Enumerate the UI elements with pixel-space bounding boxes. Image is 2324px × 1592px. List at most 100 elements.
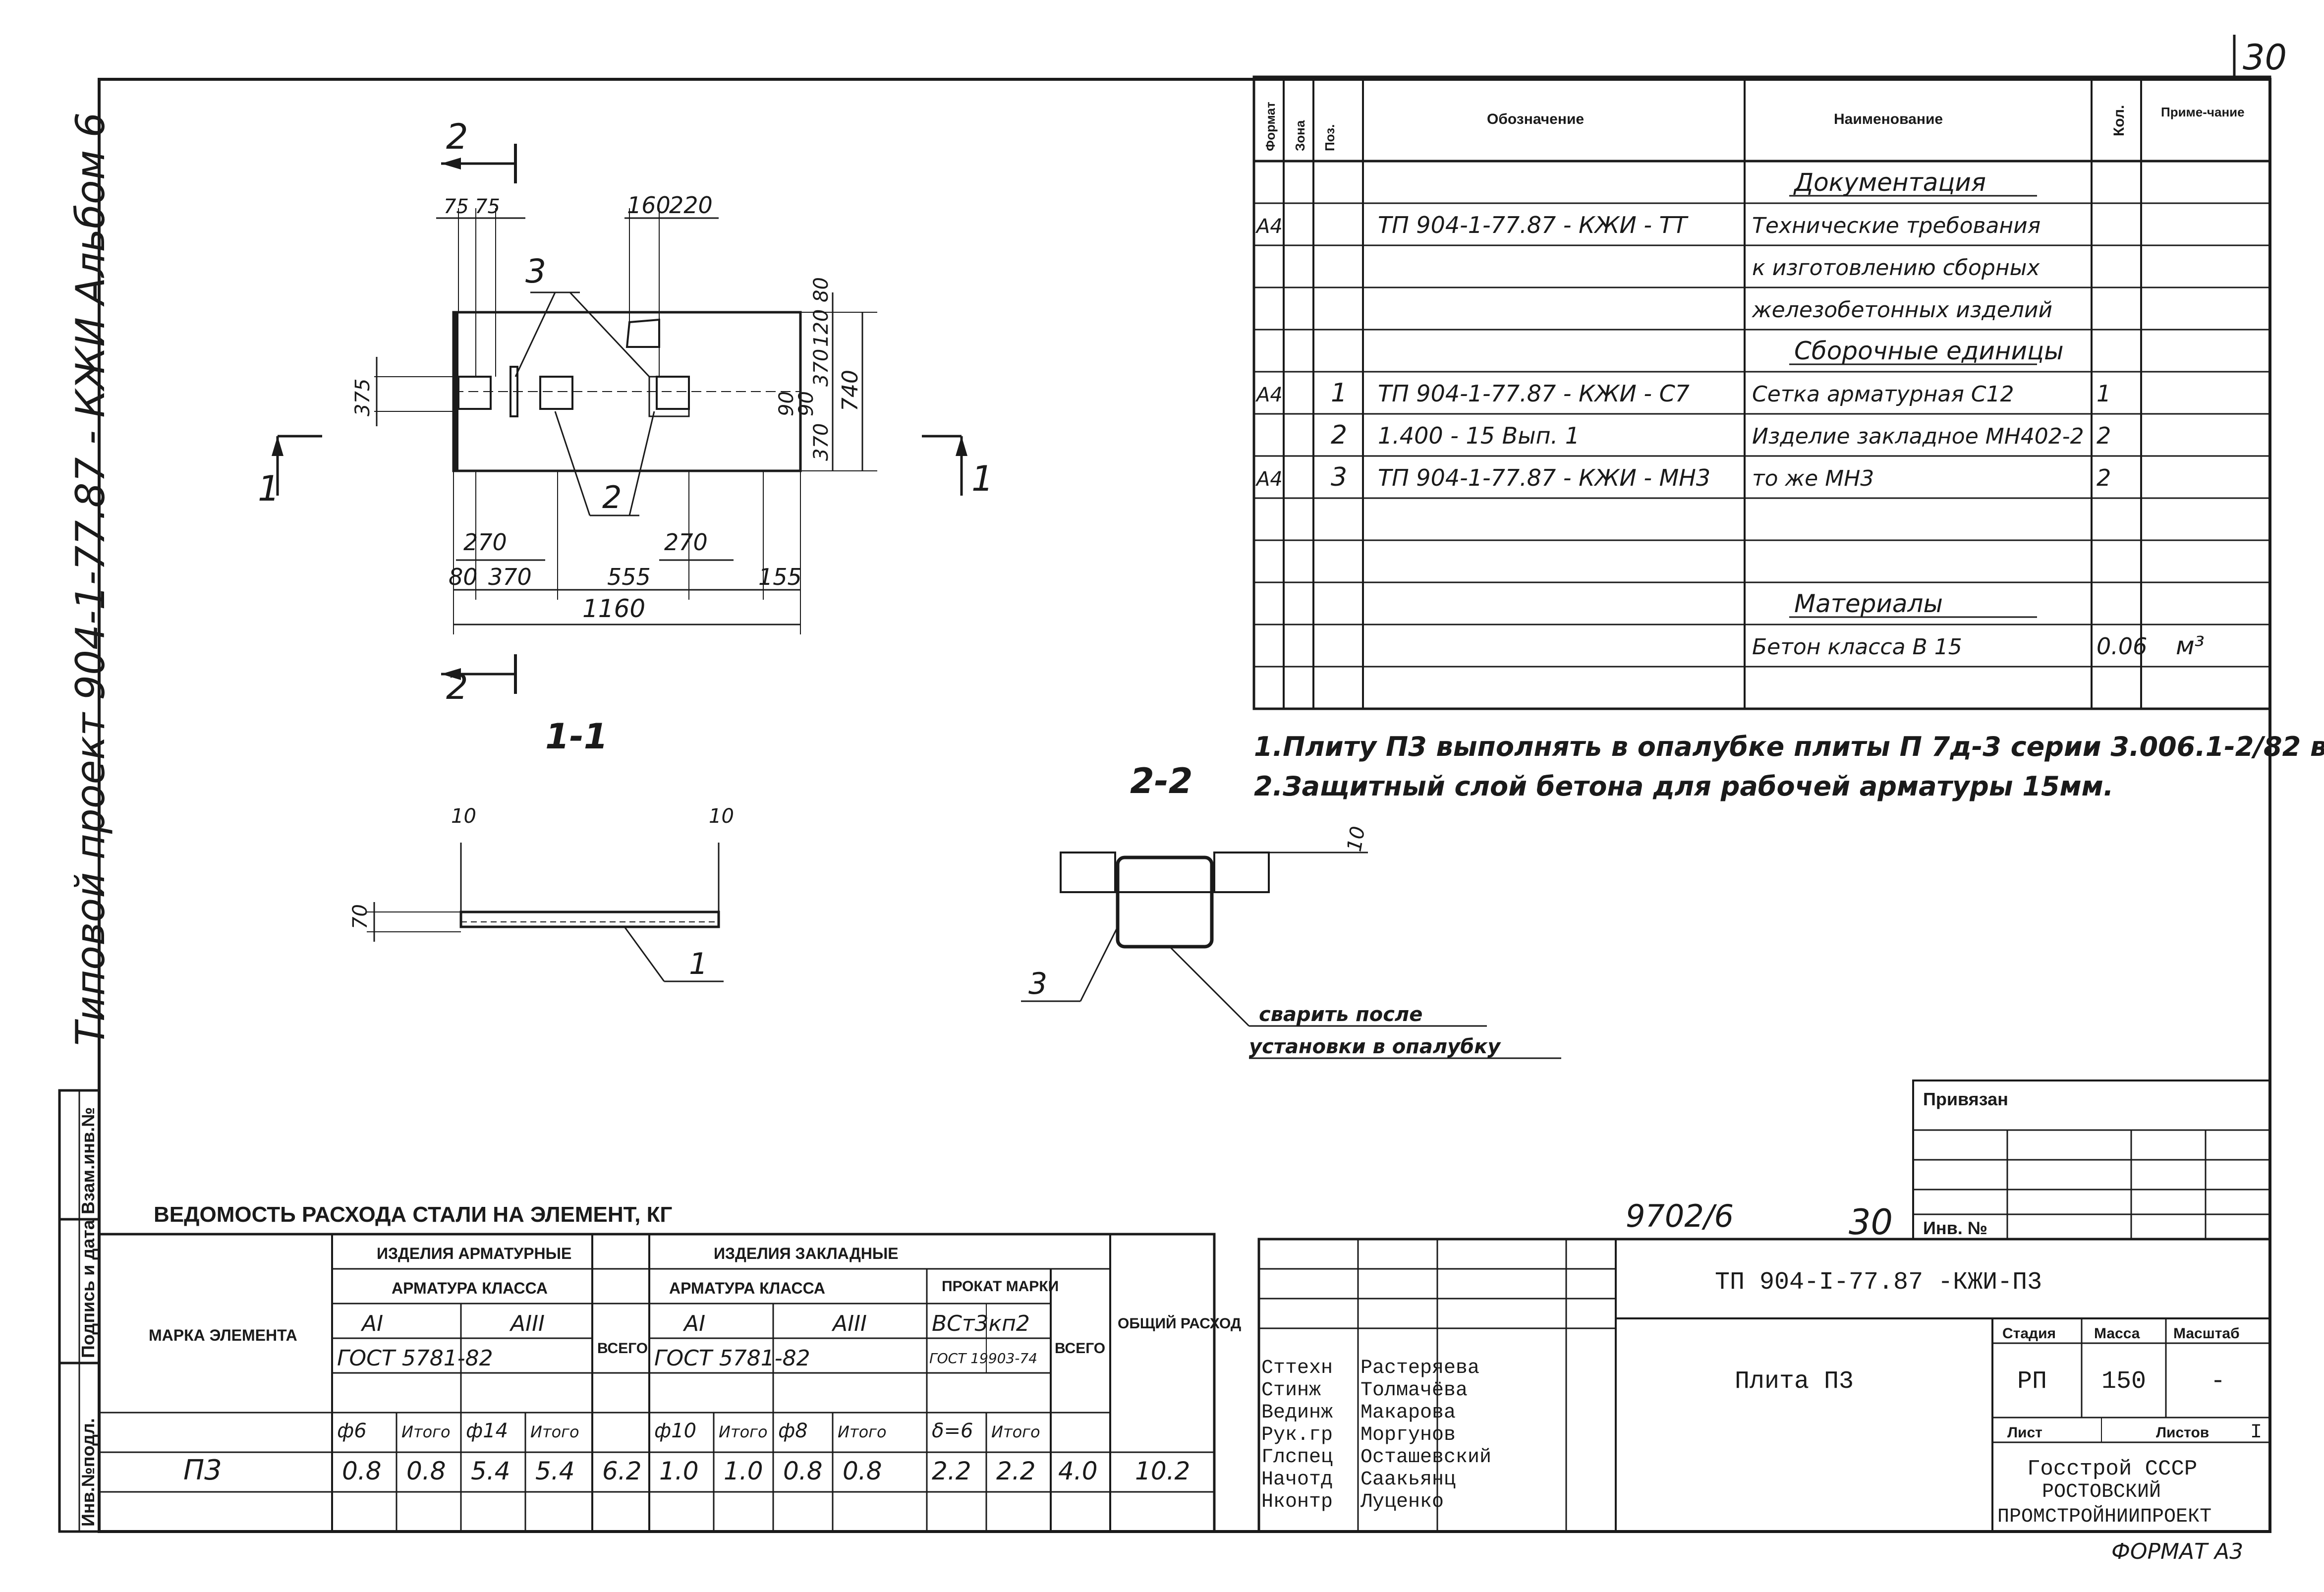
steel-grand-total: ОБЩИЙ РАСХОД [1118, 1315, 1241, 1332]
steel-col-mark: МАРКА ЭЛЕМЕНТА [149, 1326, 297, 1344]
steel-sub-6: ф8 [778, 1420, 808, 1442]
steel-sub-7: Итого [838, 1422, 887, 1441]
steel-grp-embed: ИЗДЕЛИЯ ЗАКЛАДНЫЕ [714, 1245, 899, 1262]
section-2-2-title: 2-2 [1130, 761, 1192, 801]
spec-row-name: Технические требования [1752, 213, 2041, 238]
stamp-number: 9702/6 [1626, 1198, 1734, 1234]
steel-total-1: ВСЕГО [597, 1340, 648, 1357]
plan-dim-160: 160 [627, 192, 671, 219]
spec-row-name: Сетка арматурная С12 [1752, 382, 2014, 407]
left-strip: Инв.№подл. Подпись и дата Взам.инв.№ [58, 1089, 101, 1533]
spec-row-section: Материалы [1794, 589, 1943, 618]
person-role: Нконтр [1261, 1491, 1333, 1513]
spec-row-designation: ТП 904-1-77.87 - КЖИ - МН3 [1378, 464, 1710, 491]
steel-sub-0: ф6 [337, 1420, 367, 1442]
steel-gost-2: ГОСТ 5781-82 [654, 1346, 810, 1371]
person-role: Вединж [1261, 1402, 1333, 1424]
stage-label: Стадия [2002, 1325, 2056, 1342]
note-1: 1.Плиту П3 выполнять в опалубке плиты П … [1254, 731, 2324, 762]
doc-code: ТП 904-I-77.87 -КЖИ-П3 [1715, 1268, 2042, 1297]
spec-row-qty: 2 [2097, 464, 2111, 491]
plan-section-mark-bottom: 2 [446, 667, 468, 707]
steel-class-ai-1: AI [360, 1311, 383, 1336]
org-2: РОСТОВСКИЙ [2042, 1480, 2161, 1503]
plan-dim-370b: 370 [810, 423, 833, 461]
section-2-2: 2-2 10 3 сварить после установки в опалу… [1021, 761, 1561, 1059]
plan-dim-155: 155 [758, 564, 802, 590]
person-role: Начотд [1261, 1469, 1333, 1491]
steel-value-12: 10.2 [1135, 1457, 1190, 1485]
spec-row-name: железобетонных изделий [1752, 297, 2052, 323]
spec-header-6: Приме-чание [2161, 105, 2245, 119]
spec-row-pos: 2 [1331, 420, 1347, 450]
spec-row-name: Бетон класса В 15 [1752, 634, 1962, 660]
section-2-2-dim-10: 10 [1343, 825, 1370, 853]
person-role: Стинж [1261, 1379, 1321, 1402]
steel-row-mark: П3 [183, 1454, 222, 1486]
stage-value: РП [2017, 1367, 2047, 1396]
spec-header-1: Зона [1293, 120, 1307, 151]
plan-dim-270a: 270 [463, 529, 507, 556]
embed-plate-1 [457, 376, 492, 410]
steel-value-5: 1.0 [659, 1457, 699, 1485]
section-1-1-title: 1-1 [545, 716, 608, 757]
person-name: Макарова [1360, 1402, 1456, 1424]
plan-dim-370c: 370 [488, 564, 532, 590]
steel-value-6: 1.0 [724, 1457, 763, 1485]
steel-value-3: 5.4 [535, 1457, 575, 1485]
page-number: 30 [2243, 37, 2287, 78]
spec-row-format: А4 [1255, 468, 1283, 491]
side-title: Типовой проект 904-1-77.87 - КЖИ Альбом … [67, 112, 113, 1046]
plan-view: 2 2 1 1 3 2 [258, 116, 994, 707]
steel-prokat: ПРОКАТ МАРКИ [942, 1278, 1059, 1295]
spec-header-0: Формат [1263, 102, 1278, 151]
doc-title: Плита П3 [1735, 1367, 1854, 1396]
note-2: 2.Защитный слой бетона для рабочей армат… [1254, 771, 2113, 802]
sheets-value: I [2250, 1421, 2262, 1444]
spec-row-designation: ТП 904-1-77.87 - КЖИ - С7 [1378, 380, 1690, 407]
privyazan-label: Привязан [1923, 1089, 2008, 1109]
embed-plate-top [625, 318, 660, 348]
spec-header-3: Обозначение [1487, 111, 1584, 127]
plan-section-mark-top: 2 [446, 116, 468, 157]
person-name: Моргунов [1360, 1424, 1456, 1446]
section-2-2-leader-3: 3 [1028, 967, 1047, 1001]
steel-value-1: 0.8 [406, 1457, 446, 1485]
steel-gost-3: ГОСТ 19903-74 [929, 1350, 1037, 1366]
steel-value-2: 5.4 [471, 1457, 510, 1485]
person-name: Луценко [1360, 1491, 1444, 1513]
person-name: Растеряева [1360, 1357, 1479, 1379]
steel-sub-5: Итого [719, 1422, 768, 1441]
spec-row-name: то же МН3 [1752, 466, 1874, 491]
spec-row-qty: 1 [2097, 380, 2111, 407]
plan-dim-90b: 90 [795, 391, 818, 416]
spec-row-designation: ТП 904-1-77.87 - КЖИ - ТТ [1378, 212, 1689, 238]
person-name: Саакьянц [1360, 1469, 1456, 1491]
steel-class-aiii-2: AIII [831, 1311, 867, 1336]
spec-row-format: А4 [1255, 215, 1283, 238]
spec-header-5: Кол. [2111, 105, 2127, 136]
spec-header-4: Наименование [1834, 111, 1943, 127]
person-role: Сттехн [1261, 1357, 1333, 1379]
steel-grp-reinf: ИЗДЕЛИЯ АРМАТУРНЫЕ [377, 1245, 571, 1262]
scale-label: Масштаб [2173, 1325, 2240, 1342]
plan-cut-left: 1 [258, 468, 280, 509]
steel-value-4: 6.2 [602, 1457, 642, 1485]
sheet-format: ФОРМАТ А3 [2111, 1539, 2243, 1564]
spec-row-format: А4 [1255, 384, 1283, 406]
person-name: Осташевский [1360, 1446, 1491, 1469]
spec-row-qty: 0.06 [2097, 633, 2147, 660]
steel-sub-9: Итого [991, 1422, 1040, 1441]
sheets-label: Листов [2156, 1424, 2209, 1441]
plan-dim-80: 80 [810, 277, 833, 302]
plan-dim-375: 375 [351, 379, 374, 416]
spec-row-designation: 1.400 - 15 Вып. 1 [1378, 422, 1580, 449]
plan-leader-3: 3 [525, 252, 546, 290]
plan-dim-220: 220 [669, 192, 713, 219]
sheet-label: Лист [2007, 1424, 2042, 1441]
steel-table: МАРКА ЭЛЕМЕНТА ИЗДЕЛИЯ АРМАТУРНЫЕ ИЗДЕЛИ… [98, 1233, 1241, 1533]
steel-table-title: ВЕДОМОСТЬ РАСХОДА СТАЛИ НА ЭЛЕМЕНТ, КГ [154, 1202, 672, 1227]
plan-dim-75a: 75 [444, 195, 469, 218]
section-1-1: 1-1 10 10 70 1 [349, 716, 734, 982]
